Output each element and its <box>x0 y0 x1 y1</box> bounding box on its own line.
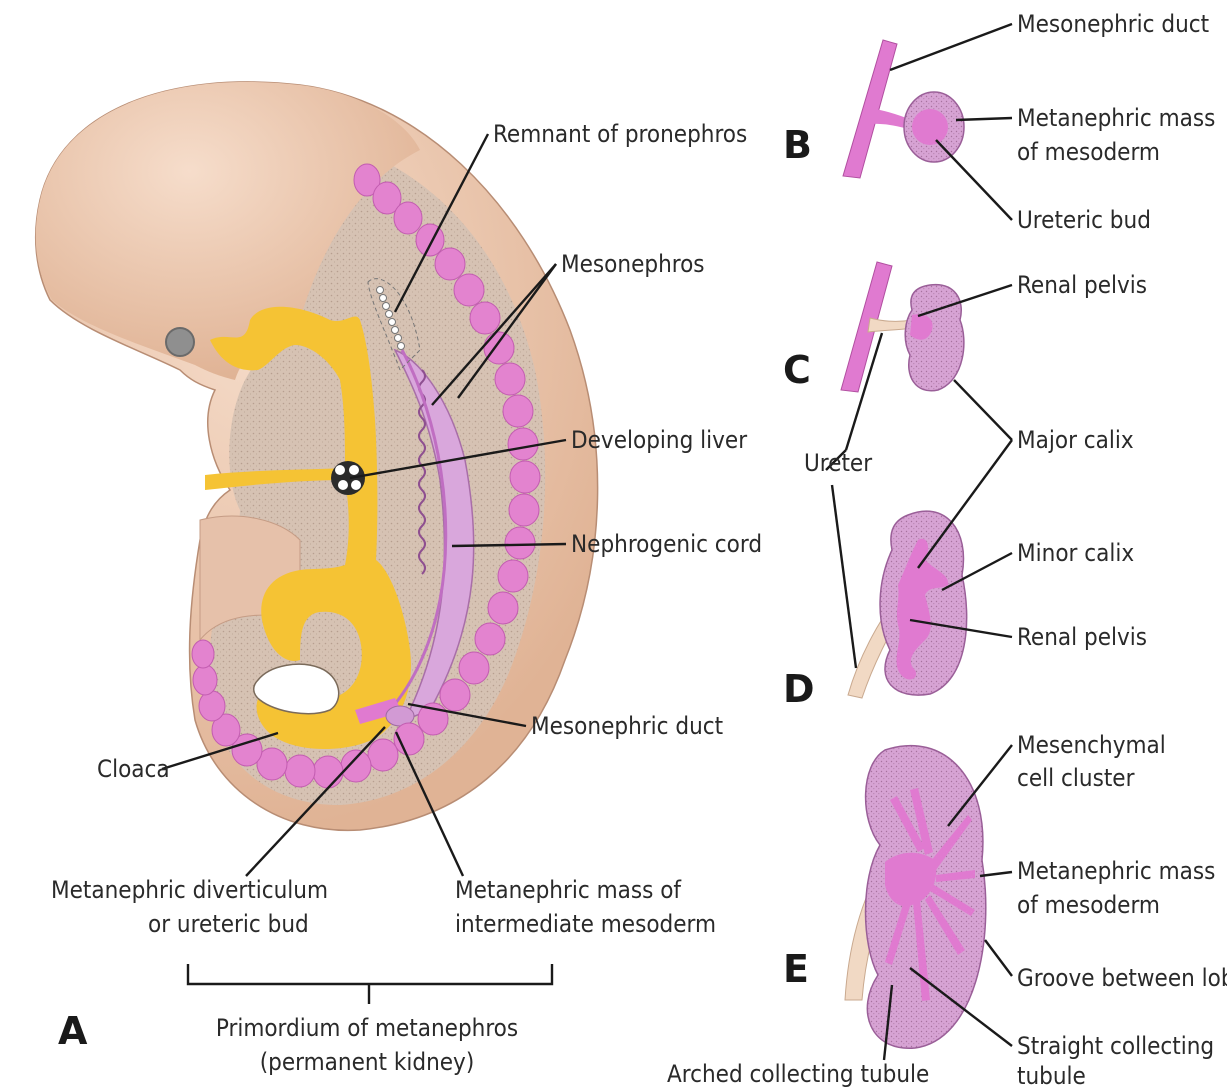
label-mesenchymal-cluster-1: Mesenchymal <box>1017 731 1166 759</box>
label-metanephric-mass-a-1: Metanephric mass of <box>455 876 682 904</box>
label-developing-liver: Developing liver <box>571 426 747 454</box>
panel-label-a: A <box>58 1009 88 1053</box>
label-mesonephros: Mesonephros <box>561 250 705 278</box>
label-primordium-2: (permanent kidney) <box>260 1048 475 1076</box>
panel-label-c: C <box>783 348 811 392</box>
label-ureter: Ureter <box>804 449 872 477</box>
panel-b-drawing <box>843 40 964 178</box>
embryo-eye <box>166 328 194 356</box>
label-metanephric-mass-e-1: Metanephric mass <box>1017 857 1215 885</box>
label-metanephric-mass-b-2: of mesoderm <box>1017 138 1160 166</box>
developing-liver <box>331 461 365 495</box>
panel-label-b: B <box>783 123 812 167</box>
label-mesenchymal-cluster-2: cell cluster <box>1017 764 1135 792</box>
label-mesonephric-duct-b: Mesonephric duct <box>1017 10 1209 38</box>
label-renal-pelvis-c: Renal pelvis <box>1017 271 1147 299</box>
label-mesonephric-duct-a: Mesonephric duct <box>531 712 723 740</box>
panel-c-drawing <box>841 262 964 392</box>
label-nephrogenic-cord: Nephrogenic cord <box>571 530 762 558</box>
label-arched-tubule: Arched collecting tubule <box>667 1060 929 1088</box>
panel-label-d: D <box>783 667 815 711</box>
embryo-drawing <box>36 82 598 830</box>
label-cloaca: Cloaca <box>97 755 170 783</box>
label-metanephric-mass-a-2: intermediate mesoderm <box>455 910 716 938</box>
label-straight-tubule-1: Straight collecting <box>1017 1032 1214 1060</box>
panel-e-drawing <box>845 746 986 1049</box>
label-groove: Groove between lobes <box>1017 964 1227 992</box>
label-major-calix: Major calix <box>1017 426 1134 454</box>
label-straight-tubule-2: tubule <box>1017 1062 1086 1089</box>
label-primordium-1: Primordium of metanephros <box>216 1014 518 1042</box>
panel-d-drawing <box>848 511 967 698</box>
label-ureteric-bud: Ureteric bud <box>1017 206 1151 234</box>
label-minor-calix: Minor calix <box>1017 539 1134 567</box>
label-remnant-pronephros: Remnant of pronephros <box>493 120 747 148</box>
label-metanephric-diverticulum-1: Metanephric diverticulum <box>51 876 328 904</box>
label-renal-pelvis-d: Renal pelvis <box>1017 623 1147 651</box>
panel-label-e: E <box>783 947 809 991</box>
label-metanephric-diverticulum-2: or ureteric bud <box>148 910 309 938</box>
label-metanephric-mass-e-2: of mesoderm <box>1017 891 1160 919</box>
label-metanephric-mass-b-1: Metanephric mass <box>1017 104 1215 132</box>
